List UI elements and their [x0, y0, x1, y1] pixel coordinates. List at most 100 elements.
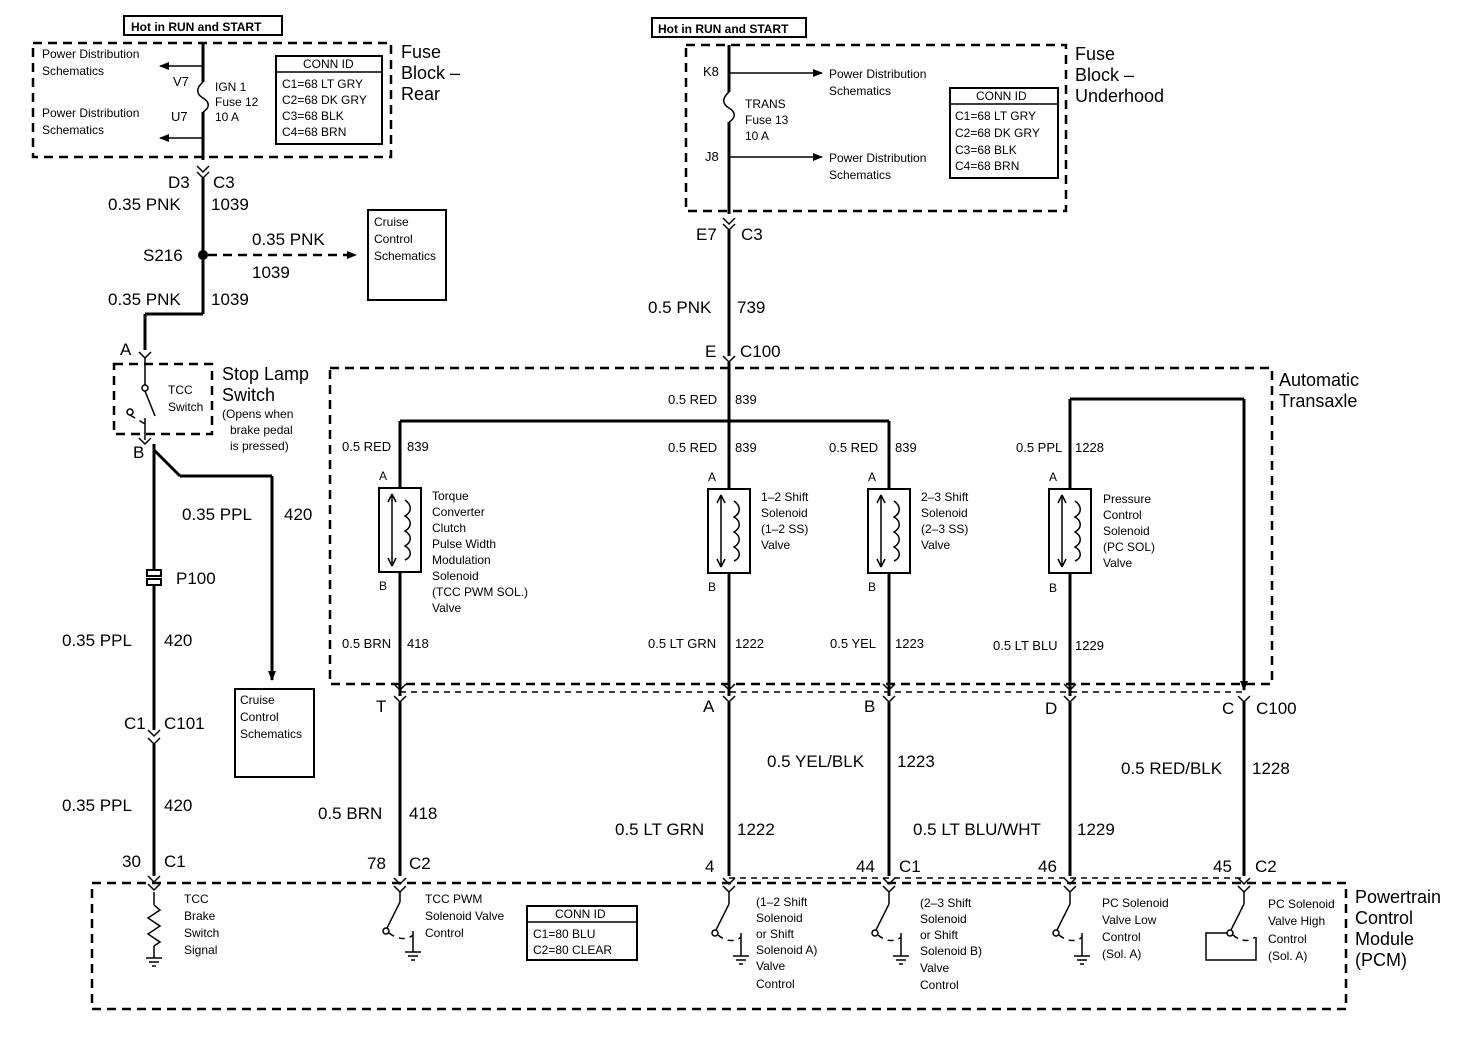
fuse-block-underhood-title: Fuse	[1075, 44, 1115, 64]
pin-j8: J8	[705, 149, 719, 164]
svg-text:Valve: Valve	[761, 538, 790, 552]
svg-text:0.5 RED: 0.5 RED	[829, 440, 878, 455]
svg-text:A: A	[868, 470, 876, 484]
cruise-control-box	[234, 688, 315, 778]
pc-solenoid-low-label: PC Solenoid	[1102, 896, 1169, 910]
pc-high-supply-wire	[1205, 932, 1257, 961]
svg-text:Control: Control	[756, 977, 795, 991]
svg-text:A: A	[379, 469, 387, 483]
pin-e: E	[705, 342, 716, 361]
svg-text:Clutch: Clutch	[432, 521, 466, 535]
resistor-icon	[146, 904, 162, 947]
p100: P100	[176, 569, 216, 588]
svg-text:0.35 PNK: 0.35 PNK	[108, 290, 181, 309]
svg-text:Cruise: Cruise	[240, 693, 275, 707]
svg-text:0.5 RED/BLK: 0.5 RED/BLK	[1121, 759, 1223, 778]
pc-solenoid-high-label: PC Solenoid	[1268, 897, 1335, 911]
svg-text:Rear: Rear	[401, 84, 440, 104]
svg-text:1228: 1228	[1075, 440, 1104, 455]
svg-text:Switch: Switch	[222, 385, 275, 405]
svg-text:C4=68 BRN: C4=68 BRN	[282, 125, 346, 139]
automatic-transaxle: Automatic Transaxle 0.5 RED 839 0.5 RED …	[328, 362, 1359, 718]
svg-text:Control: Control	[1268, 932, 1307, 946]
svg-text:(Opens when: (Opens when	[222, 407, 293, 421]
conn-c100: C100	[1256, 699, 1297, 718]
svg-text:Cruise: Cruise	[374, 215, 409, 229]
svg-text:(Sol. A): (Sol. A)	[1268, 949, 1307, 963]
svg-text:10 A: 10 A	[745, 129, 769, 143]
svg-text:Fuse 12: Fuse 12	[215, 95, 259, 109]
splice-s216: S216	[143, 246, 183, 265]
svg-text:1228: 1228	[1252, 759, 1290, 778]
fuse-block-rear-title: Fuse	[401, 42, 441, 62]
svg-text:Control: Control	[1103, 508, 1142, 522]
pin-44: 44	[856, 857, 875, 876]
svg-text:Solenoid: Solenoid	[756, 911, 803, 925]
conn-id-box	[275, 55, 383, 145]
svg-text:1223: 1223	[897, 752, 935, 771]
fuse-block-rear: Hot in RUN and START Fuse Block – Rear P…	[31, 15, 460, 192]
svg-text:Control: Control	[425, 926, 464, 940]
svg-text:Solenoid Valve: Solenoid Valve	[425, 909, 504, 923]
svg-text:Control: Control	[920, 978, 959, 992]
connector-icon	[722, 217, 736, 226]
svg-text:0.35 PPL: 0.35 PPL	[62, 796, 132, 815]
tcc-pwm-solenoid-icon	[378, 487, 422, 573]
svg-text:A: A	[1049, 470, 1057, 484]
pin-c: C	[1222, 699, 1234, 718]
svg-text:C3=68 BLK: C3=68 BLK	[955, 143, 1017, 157]
svg-text:C2=68 DK GRY: C2=68 DK GRY	[955, 126, 1040, 140]
svg-text:or Shift: or Shift	[756, 927, 795, 941]
splice-dot	[198, 250, 208, 260]
ground-icon	[146, 957, 162, 967]
stop-lamp-circuit: 0.35 PNK 1039 S216 0.35 PNK 1039 Cruise …	[62, 178, 447, 876]
svg-text:(TCC PWM SOL.): (TCC PWM SOL.)	[432, 585, 528, 599]
pin-t: T	[376, 697, 386, 716]
svg-text:Converter: Converter	[432, 505, 485, 519]
pin-d: D	[1045, 699, 1057, 718]
pin-c1: C1	[124, 714, 146, 733]
svg-text:(2–3 SS): (2–3 SS)	[921, 522, 968, 536]
svg-text:0.35 PPL: 0.35 PPL	[62, 631, 132, 650]
svg-text:Block –: Block –	[401, 63, 460, 83]
hot-label-box	[123, 15, 283, 36]
conn-c101: C101	[164, 714, 205, 733]
svg-text:Solenoid A): Solenoid A)	[756, 943, 817, 957]
svg-text:Solenoid: Solenoid	[432, 569, 479, 583]
hot-label-box	[651, 17, 807, 38]
svg-text:1229: 1229	[1075, 638, 1104, 653]
connector-icon	[196, 165, 210, 174]
conn-c100: C100	[740, 342, 781, 361]
svg-text:10 A: 10 A	[215, 110, 239, 124]
fuse-block-underhood: Hot in RUN and START Fuse Block – Underh…	[648, 17, 1164, 364]
conn-c1: C1	[899, 857, 921, 876]
pin-v7: V7	[173, 74, 189, 89]
fuse-block-underhood-outline	[684, 43, 1068, 213]
svg-text:(PCM): (PCM)	[1355, 950, 1407, 970]
svg-text:Valve: Valve	[756, 959, 785, 973]
svg-text:Control: Control	[240, 710, 279, 724]
svg-text:(1–2 SS): (1–2 SS)	[761, 522, 808, 536]
svg-text:C1=80 BLU: C1=80 BLU	[533, 927, 595, 941]
svg-text:Schematics: Schematics	[42, 123, 104, 137]
svg-text:Control: Control	[1102, 930, 1141, 944]
power-distribution-label: Power Distribution	[42, 47, 139, 61]
svg-text:Block –: Block –	[1075, 65, 1134, 85]
svg-text:Schematics: Schematics	[829, 84, 891, 98]
pcm: Powertrain Control Module (PCM) 30 C1 78…	[90, 852, 1441, 1011]
switch-icon	[1230, 903, 1245, 931]
stop-lamp-switch-title: Stop Lamp	[222, 364, 309, 384]
svg-text:C1=68 LT GRY: C1=68 LT GRY	[955, 109, 1036, 123]
svg-text:0.5 LT BLU: 0.5 LT BLU	[993, 638, 1058, 653]
svg-text:Valve: Valve	[432, 601, 461, 615]
svg-text:C4=68 BRN: C4=68 BRN	[955, 159, 1019, 173]
svg-text:0.35 PPL: 0.35 PPL	[182, 505, 252, 524]
pin-78: 78	[367, 854, 386, 873]
ground-icon	[893, 955, 909, 965]
svg-text:420: 420	[284, 505, 312, 524]
transaxle-title: Automatic	[1279, 370, 1359, 390]
svg-text:C2=80 CLEAR: C2=80 CLEAR	[533, 943, 612, 957]
svg-text:Switch: Switch	[168, 400, 203, 414]
connector-icon	[147, 875, 161, 884]
